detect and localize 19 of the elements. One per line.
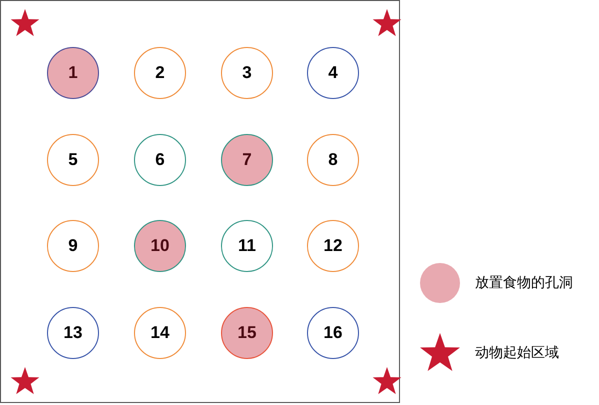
food-hole: 15 bbox=[221, 307, 273, 359]
hole: 6 bbox=[134, 134, 186, 186]
hole: 13 bbox=[47, 307, 99, 359]
legend-text: 放置食物的孔洞 bbox=[475, 274, 573, 292]
hole: 8 bbox=[307, 134, 359, 186]
hole: 2 bbox=[134, 47, 186, 99]
arena-box bbox=[0, 0, 400, 403]
legend-text: 动物起始区域 bbox=[475, 344, 559, 362]
hole: 9 bbox=[47, 220, 99, 272]
hole: 11 bbox=[221, 220, 273, 272]
hole: 4 bbox=[307, 47, 359, 99]
hole: 5 bbox=[47, 134, 99, 186]
hole: 14 bbox=[134, 307, 186, 359]
food-hole: 10 bbox=[134, 220, 186, 272]
food-hole: 7 bbox=[221, 134, 273, 186]
hole: 3 bbox=[221, 47, 273, 99]
food-hole: 1 bbox=[47, 47, 99, 99]
hole: 12 bbox=[307, 220, 359, 272]
hole: 16 bbox=[307, 307, 359, 359]
